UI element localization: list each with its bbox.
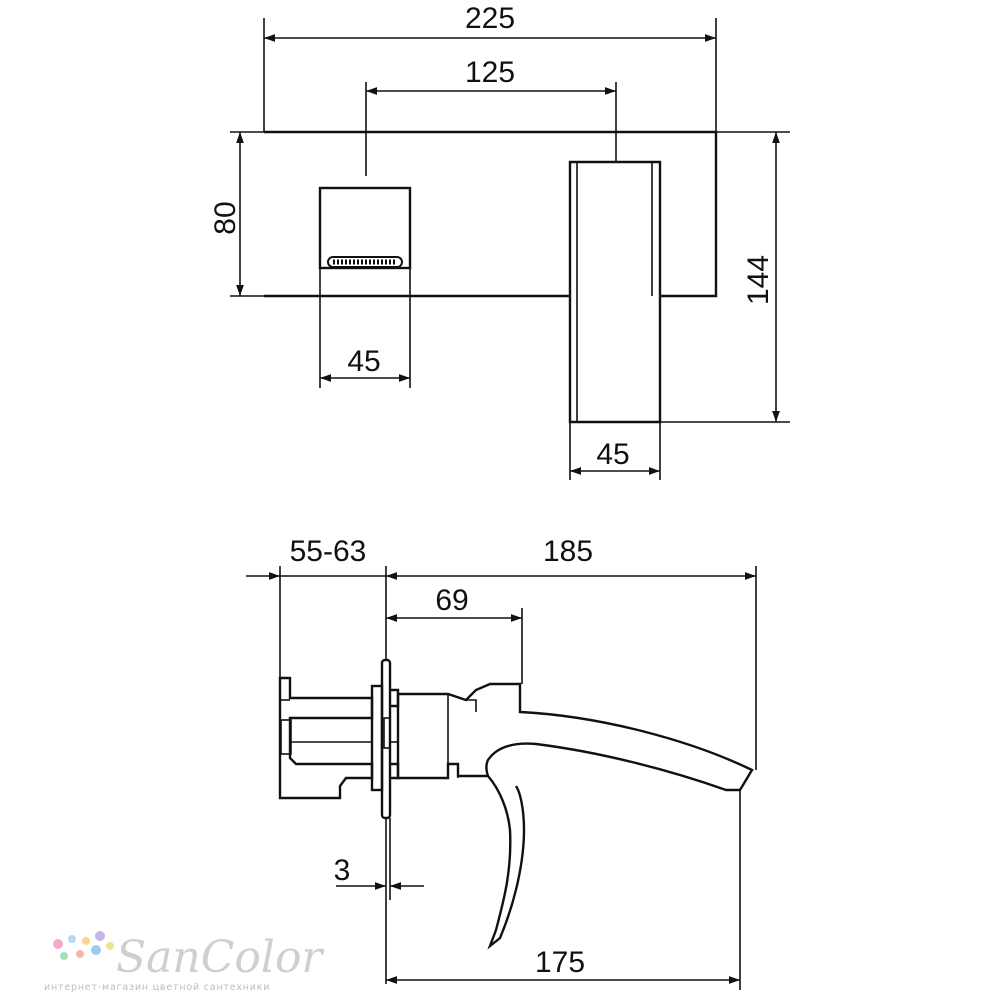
logo-dot [95, 931, 105, 941]
logo-dot [76, 950, 84, 958]
lever-handle [487, 775, 526, 950]
dim-label-144: 144 [742, 255, 775, 305]
dim-label-69: 69 [435, 584, 468, 617]
logo-dots [53, 931, 114, 960]
logo-dot [91, 945, 101, 955]
dim-label-3: 3 [334, 854, 351, 887]
logo-brand-text: SanColor [116, 932, 325, 983]
concealed-body [278, 676, 374, 800]
logo-dot [53, 939, 63, 949]
sancolor-logo: SanColor интернет-магазин цветной сантех… [44, 931, 325, 993]
logo-dot [82, 937, 90, 945]
aerator-grille [327, 256, 403, 268]
front-view: 225 125 80 144 45 45 [209, 2, 790, 480]
dim-label-225: 225 [465, 2, 515, 35]
dim-label-125: 125 [465, 56, 515, 89]
logo-dot [68, 935, 76, 943]
side-view: 55-63 185 69 3 175 [246, 535, 757, 990]
spout-side [396, 682, 754, 792]
logo-tagline: интернет-магазин цветной сантехники [44, 982, 270, 993]
dim-label-45-handle: 45 [347, 345, 380, 378]
dim-label-80: 80 [209, 201, 242, 234]
dim-label-45-spout: 45 [596, 438, 629, 471]
spout-body [568, 160, 662, 424]
dim-label-55-63: 55-63 [290, 535, 367, 568]
logo-dot [106, 942, 114, 950]
dim-label-175: 175 [535, 946, 585, 979]
logo-dot [60, 952, 68, 960]
wall-plate [264, 130, 718, 298]
dim-label-185: 185 [543, 535, 593, 568]
